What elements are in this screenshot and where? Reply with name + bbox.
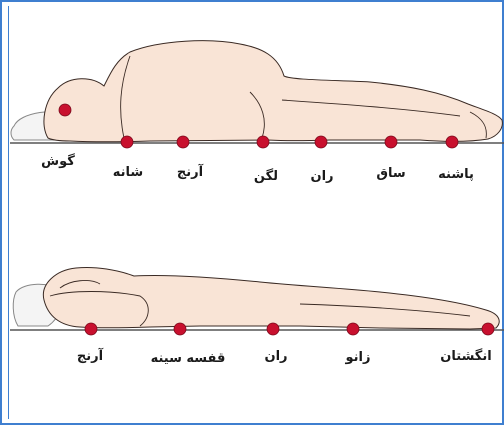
top-body-silhouette: [44, 41, 502, 142]
marker-elbow-prone: [85, 323, 97, 335]
side-lying-diagram: گوش شانه آرنج لگن ران ساق پاشنه: [10, 41, 504, 184]
label-thigh: ران: [310, 169, 333, 184]
label-shin: ساق: [376, 166, 405, 181]
marker-knee: [347, 323, 359, 335]
bottom-body-silhouette: [43, 267, 499, 329]
marker-toes: [482, 323, 494, 335]
label-elbow-prone: آرنج: [77, 347, 104, 364]
marker-thigh: [315, 136, 327, 148]
label-elbow: آرنج: [177, 163, 204, 180]
prone-diagram: آرنج قفسه سینه ران زانو انگشتان: [10, 267, 504, 366]
marker-elbow: [177, 136, 189, 148]
marker-thigh-prone: [267, 323, 279, 335]
label-ear: گوش: [41, 153, 75, 169]
marker-shoulder: [121, 136, 133, 148]
label-chest: قفسه سینه: [151, 351, 226, 366]
marker-ear: [59, 104, 71, 116]
label-toes: انگشتان: [440, 348, 491, 364]
marker-shin: [385, 136, 397, 148]
marker-chest: [174, 323, 186, 335]
label-hip: لگن: [254, 168, 278, 184]
label-shoulder: شانه: [113, 165, 143, 180]
label-knee: زانو: [345, 350, 371, 365]
label-heel: پاشنه: [438, 167, 474, 182]
marker-heel: [446, 136, 458, 148]
label-thigh-prone: ران: [264, 349, 287, 364]
marker-hip: [257, 136, 269, 148]
